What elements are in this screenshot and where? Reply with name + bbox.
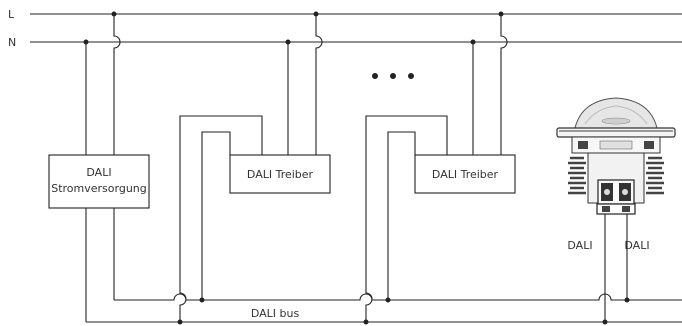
driver1-bus-outer-wire <box>179 115 263 322</box>
power-supply-box <box>48 154 150 209</box>
sensor-terminal-label-right: DALI <box>624 239 649 252</box>
driver1-live-wire <box>315 14 323 155</box>
driver-label: DALI Treiber <box>247 168 314 181</box>
junction-dot <box>470 39 476 45</box>
junction-dot <box>313 11 319 17</box>
dali-driver-1: DALI Treiber <box>229 154 331 194</box>
driver2-bus-inner-wire <box>387 131 416 300</box>
junction-dot <box>199 297 205 303</box>
junction-dot <box>363 319 369 325</box>
dali-driver-2: DALI Treiber <box>414 154 516 194</box>
live-line-label: L <box>8 8 15 21</box>
driver1-bus-inner-wire <box>201 131 231 300</box>
driver-box <box>229 154 331 194</box>
driver2-bus-outer-wire <box>365 115 448 322</box>
junction-dot <box>498 11 504 17</box>
driver2-live-wire <box>500 14 508 155</box>
ceiling-sensor-icon <box>556 97 676 215</box>
power-supply-label-line2: Stromversorgung <box>51 182 147 195</box>
junction-dot <box>285 39 291 45</box>
sensor-terminal-label-left: DALI <box>567 239 592 252</box>
driver-box <box>414 154 516 194</box>
power-supply-label-line1: DALI <box>86 166 111 179</box>
ellipsis-dot <box>408 73 414 79</box>
junction-dot <box>111 11 117 17</box>
junction-dot <box>177 319 183 325</box>
psu-live-wire <box>113 14 121 155</box>
neutral-line-label: N <box>8 36 16 49</box>
junction-dot <box>385 297 391 303</box>
dali-power-supply: DALI Stromversorgung <box>48 154 150 209</box>
ellipsis-dot <box>372 73 378 79</box>
driver-label: DALI Treiber <box>432 168 499 181</box>
dali-bus-label: DALI bus <box>251 307 300 320</box>
junction-dot <box>83 39 89 45</box>
dali-bus-upper-line <box>114 293 682 301</box>
ellipsis-dot <box>390 73 396 79</box>
